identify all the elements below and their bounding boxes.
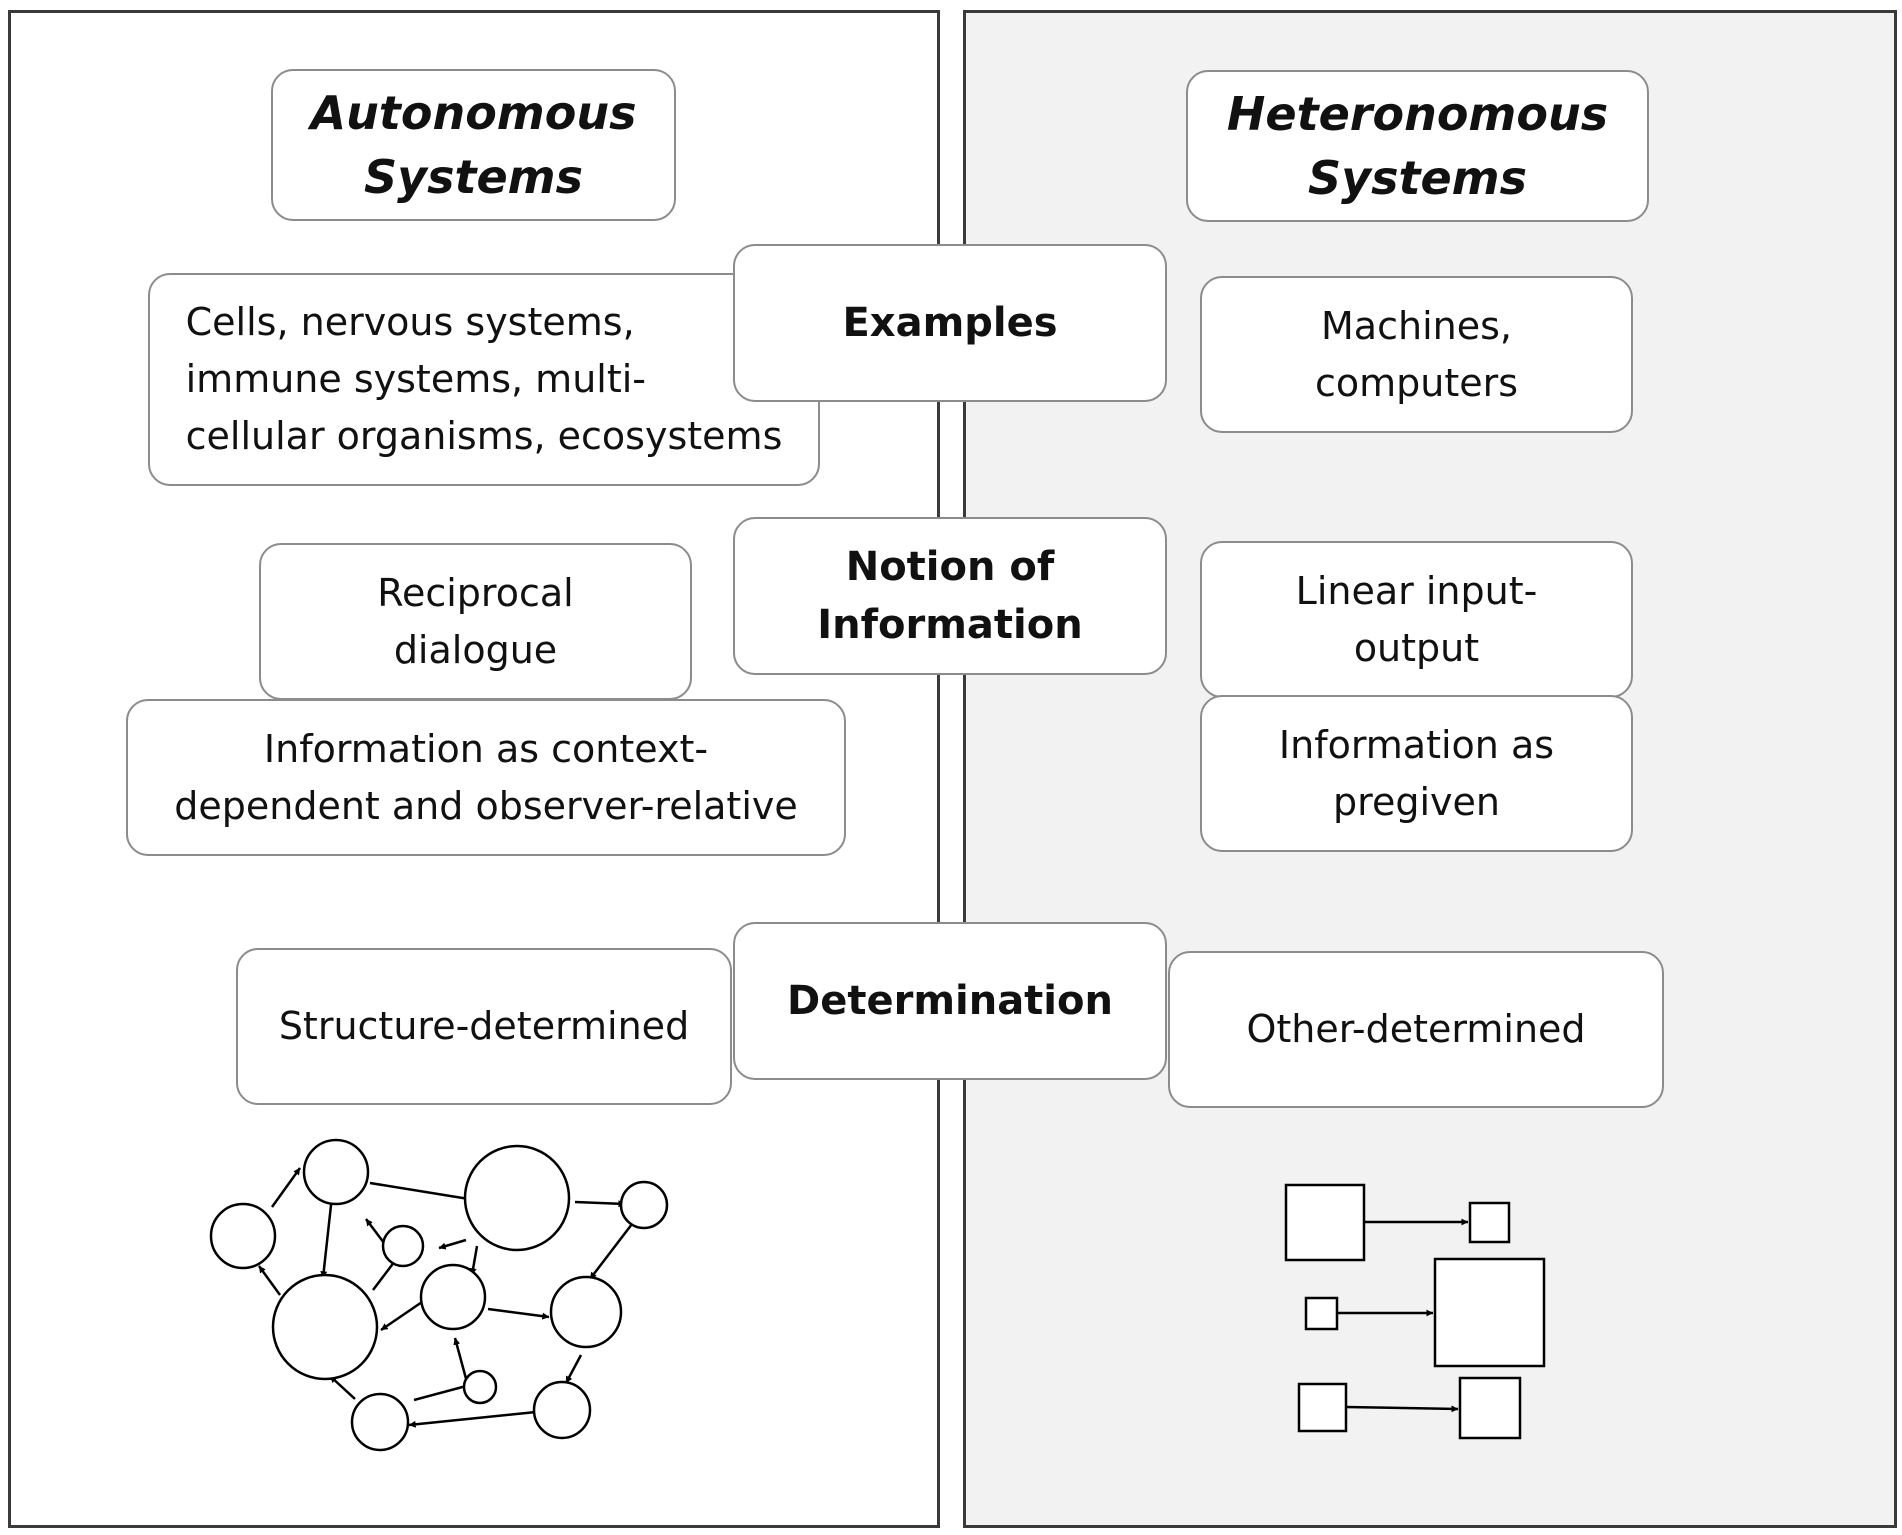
- autonomous-title: Autonomous Systems: [310, 86, 637, 204]
- output-block: [1433, 1257, 1546, 1368]
- heteronomous-examples-box: Machines, computers: [1200, 276, 1633, 433]
- structure-determined-text: Structure-determined: [278, 1004, 690, 1048]
- output-block: [1458, 1376, 1522, 1440]
- network-node: [302, 1138, 370, 1206]
- heteronomous-title-box: Heteronomous Systems: [1186, 70, 1649, 222]
- network-node: [419, 1263, 487, 1331]
- context-dependent-information-text: Information as context- dependent and ob…: [174, 726, 798, 828]
- autonomous-examples-text: Cells, nervous systems, immune systems, …: [185, 300, 783, 458]
- output-block: [1468, 1201, 1511, 1244]
- other-determined-text: Other-determined: [1246, 1007, 1586, 1051]
- information-category-box: Notion of Information: [733, 517, 1167, 675]
- reciprocal-dialogue-box: Reciprocal dialogue: [259, 543, 692, 700]
- autonomous-network-graph: [209, 1138, 669, 1452]
- flow-arrow: [1345, 1405, 1459, 1413]
- information-category-label: Notion of Information: [817, 544, 1083, 648]
- network-nodes: [209, 1138, 669, 1452]
- network-node: [350, 1392, 410, 1452]
- network-node: [381, 1224, 425, 1268]
- network-node: [463, 1144, 571, 1252]
- linear-input-output-text: Linear input- output: [1295, 568, 1538, 670]
- network-node: [549, 1275, 623, 1349]
- network-node: [271, 1273, 379, 1381]
- input-block: [1297, 1382, 1348, 1433]
- heteronomous-title: Heteronomous Systems: [1226, 87, 1609, 205]
- other-determined-box: Other-determined: [1168, 951, 1664, 1108]
- reciprocal-dialogue-text: Reciprocal dialogue: [377, 570, 574, 672]
- pregiven-information-box: Information as pregiven: [1200, 695, 1633, 852]
- examples-category-label: Examples: [842, 300, 1058, 346]
- autonomous-title-box: Autonomous Systems: [271, 69, 676, 221]
- autonomous-examples-box: Cells, nervous systems, immune systems, …: [148, 273, 820, 486]
- context-dependent-information-box: Information as context- dependent and ob…: [126, 699, 846, 856]
- input-block: [1284, 1183, 1366, 1262]
- input-block: [1304, 1296, 1339, 1331]
- linear-input-output-box: Linear input- output: [1200, 541, 1633, 698]
- network-edges: [257, 1167, 633, 1428]
- network-node: [619, 1180, 669, 1230]
- pregiven-information-text: Information as pregiven: [1278, 722, 1555, 824]
- network-node: [462, 1369, 498, 1405]
- determination-category-label: Determination: [787, 978, 1113, 1024]
- structure-determined-box: Structure-determined: [236, 948, 732, 1105]
- network-node: [532, 1380, 592, 1440]
- examples-category-box: Examples: [733, 244, 1167, 402]
- heteronomous-block-diagram: [1284, 1183, 1546, 1440]
- heteronomous-examples-text: Machines, computers: [1314, 303, 1519, 405]
- determination-category-box: Determination: [733, 922, 1167, 1080]
- network-node: [209, 1202, 277, 1270]
